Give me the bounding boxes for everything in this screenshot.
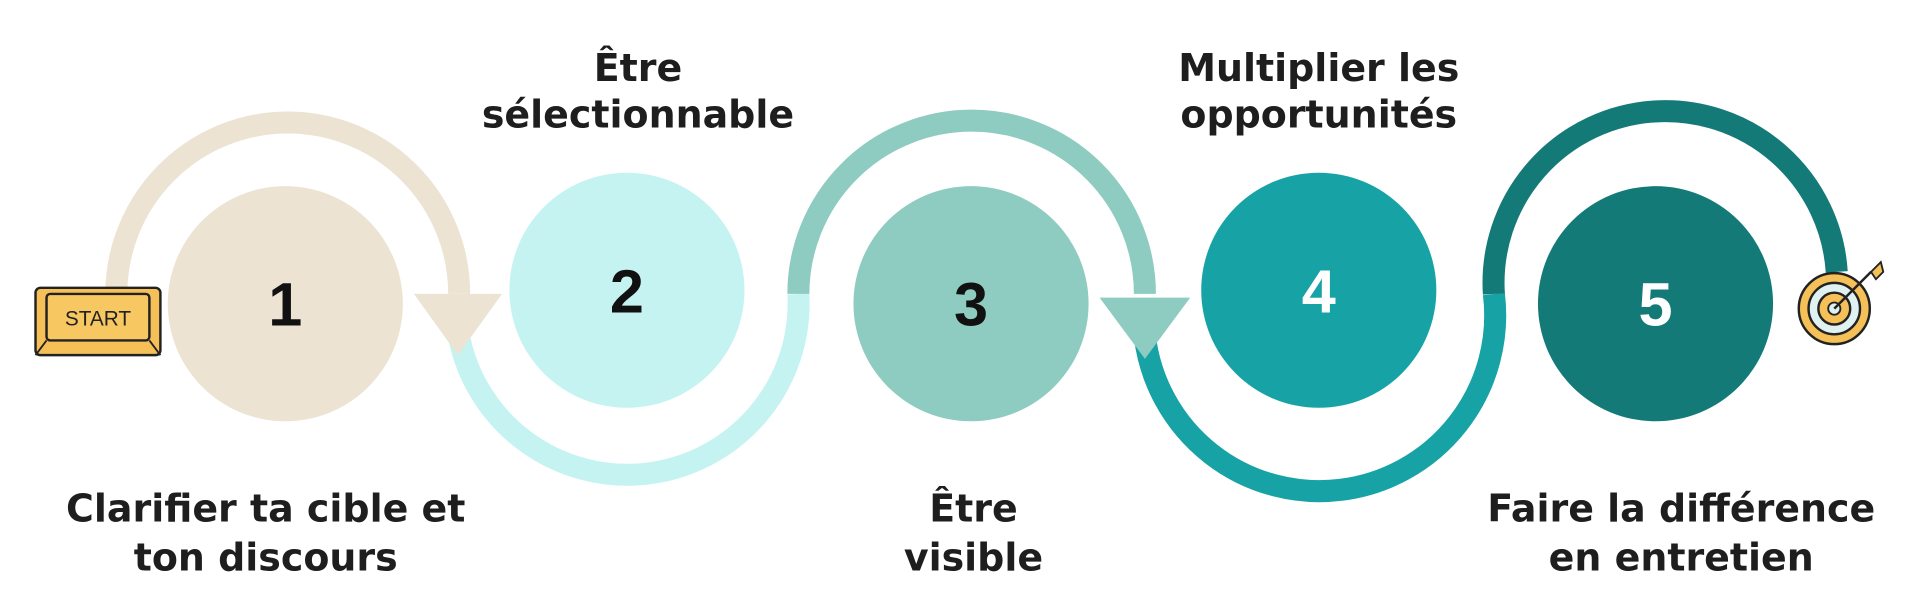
step-number-1: 1 xyxy=(268,271,302,339)
connector-arc-5 xyxy=(1482,100,1848,295)
step-circle-5 xyxy=(1537,186,1774,422)
step-title-1-line-1: Clarifier ta cible et xyxy=(66,487,465,531)
step-number-4: 4 xyxy=(1302,257,1336,325)
arrowhead-1 xyxy=(413,293,503,356)
step-title-2-line-2: sélectionnable xyxy=(482,92,794,136)
step-number-5: 5 xyxy=(1638,271,1672,339)
step-circle-1 xyxy=(167,186,403,422)
connector-arc-2 xyxy=(447,293,810,486)
connector-arc-1 xyxy=(105,111,471,294)
step-title-4-line-2: opportunités xyxy=(1180,92,1457,136)
step-circle-2 xyxy=(509,172,745,408)
arrowhead-2 xyxy=(1099,297,1191,359)
step-circle-3 xyxy=(853,186,1089,422)
step-title-1-line-2: ton discours xyxy=(134,536,398,580)
step-title-4-line-1: Multiplier les xyxy=(1178,46,1459,90)
connector-arc-4 xyxy=(1133,292,1507,503)
connector-arc-3 xyxy=(787,109,1156,294)
step-title-2-line-1: Être xyxy=(594,46,683,90)
step-title-5-line-1: Faire la différence xyxy=(1487,487,1875,531)
step-number-2: 2 xyxy=(610,257,644,325)
start-key-label: START xyxy=(65,308,132,331)
step-title-5-line-2: en entretien xyxy=(1549,536,1814,580)
step-circle-4 xyxy=(1201,172,1437,408)
target-icon xyxy=(1797,260,1885,346)
step-title-3-line-1: Être xyxy=(929,487,1018,531)
step-number-3: 3 xyxy=(954,271,988,339)
start-key-icon: START xyxy=(34,286,162,357)
step-title-3-line-2: visible xyxy=(904,536,1043,580)
